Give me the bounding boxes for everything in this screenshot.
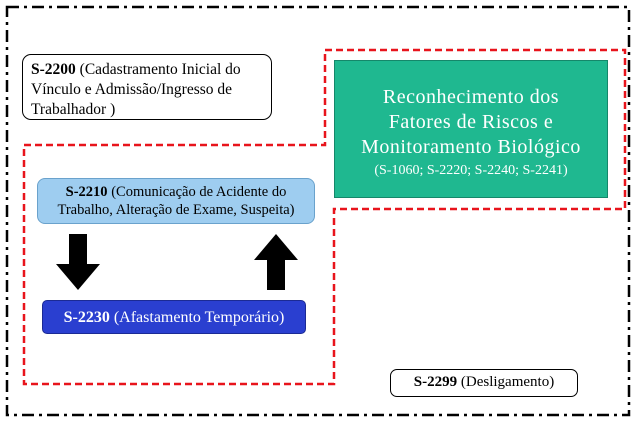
reconhecimento-box: Reconhecimento dos Fatores de Riscos e M…: [334, 60, 608, 198]
s2299-box: S-2299 (Desligamento): [390, 369, 578, 397]
s2210-box: S-2210 (Comunicação de Acidente do Traba…: [37, 178, 315, 224]
s2230-box: S-2230 (Afastamento Temporário): [42, 300, 306, 334]
arrow-down-icon: [56, 234, 100, 290]
s2200-text: (Cadastramento Inicial do Vínculo e Admi…: [31, 61, 241, 118]
s2200-code: S-2200: [31, 61, 76, 78]
reconhecimento-line1: Reconhecimento dos: [382, 86, 560, 108]
arrow-up-icon: [254, 234, 298, 290]
s2299-text: (Desligamento): [457, 374, 555, 390]
s2230-code: S-2230: [63, 309, 110, 326]
s2210-code: S-2210: [65, 184, 108, 200]
reconhecimento-line2: Fatores de Riscos e: [388, 111, 554, 133]
reconhecimento-codes: (S-1060; S-2220; S-2240; S-2241): [374, 163, 568, 178]
reconhecimento-line3: Monitoramento Biológico: [361, 136, 581, 158]
s2230-text: (Afastamento Temporário): [109, 309, 285, 326]
s2210-text: (Comunicação de Acidente do Trabalho, Al…: [57, 184, 295, 218]
s2200-box: S-2200 (Cadastramento Inicial do Vínculo…: [22, 54, 272, 120]
s2299-code: S-2299: [413, 374, 458, 390]
